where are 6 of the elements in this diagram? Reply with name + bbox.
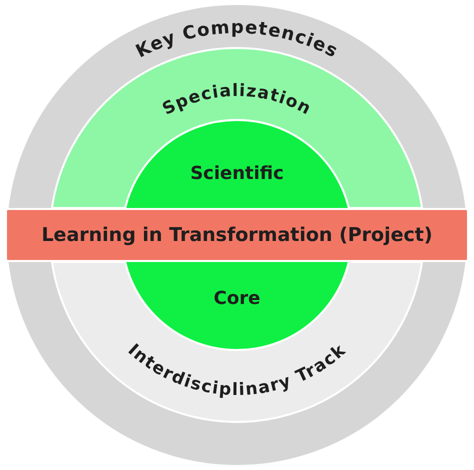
lower-half-ring [50,262,424,422]
band-label: Learning in Transformation (Project) [41,226,433,244]
outer-circle [5,3,469,467]
circle-label: Core [214,290,260,308]
circle-label: Scientific [190,165,284,183]
horizontal-band [5,208,469,262]
